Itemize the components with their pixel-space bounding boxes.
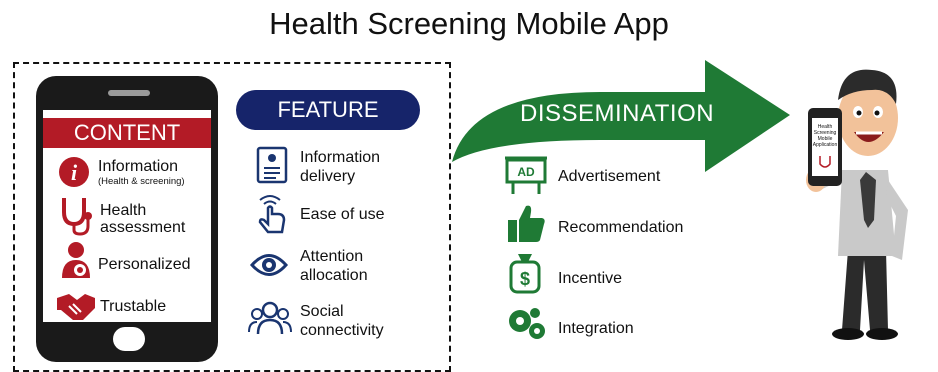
dissemination-header: DISSEMINATION — [520, 100, 715, 127]
content-item-health-assessment: Health assessment — [100, 202, 186, 236]
handshake-icon — [57, 294, 95, 320]
document-icon — [256, 146, 288, 184]
content-item-trustable: Trustable — [100, 298, 167, 315]
content-header: CONTENT — [43, 118, 211, 148]
info-icon: i — [59, 157, 89, 187]
phone-speaker — [108, 90, 150, 96]
feature-item-ease-of-use: Ease of use — [300, 206, 385, 223]
feature-header: FEATURE — [236, 90, 420, 130]
content-item-information-sublabel: (Health & screening) — [98, 176, 185, 187]
dissemination-item-advertisement: Advertisement — [558, 168, 661, 185]
billboard-ad-text: AD — [517, 165, 535, 179]
feature-item-social-connectivity: Social connectivity — [300, 303, 384, 339]
touch-icon — [258, 195, 286, 234]
dissemination-item-integration: Integration — [558, 320, 634, 337]
content-item-personalized: Personalized — [98, 256, 191, 273]
gears-icon — [509, 308, 545, 339]
dissemination-arrow — [452, 60, 790, 172]
dissemination-item-incentive: Incentive — [558, 270, 623, 287]
stethoscope-icon — [62, 198, 92, 236]
thumbs-up-icon — [508, 205, 545, 242]
dissemination-item-recommendation: Recommendation — [558, 219, 684, 236]
feature-item-information-delivery: Information delivery — [300, 149, 381, 185]
svg-text:$: $ — [520, 269, 530, 289]
billboard-icon: AD — [505, 156, 547, 194]
svg-text:i: i — [71, 160, 78, 185]
personalized-icon — [62, 242, 90, 278]
eye-icon — [249, 254, 289, 276]
feature-item-attention-allocation: Attention allocation — [300, 248, 368, 284]
content-item-information: Information — [98, 158, 179, 175]
money-bag-icon: $ — [509, 254, 541, 294]
phone-home-button — [113, 327, 145, 351]
diagram-title: Health Screening Mobile App — [269, 6, 669, 41]
people-icon — [248, 301, 292, 335]
